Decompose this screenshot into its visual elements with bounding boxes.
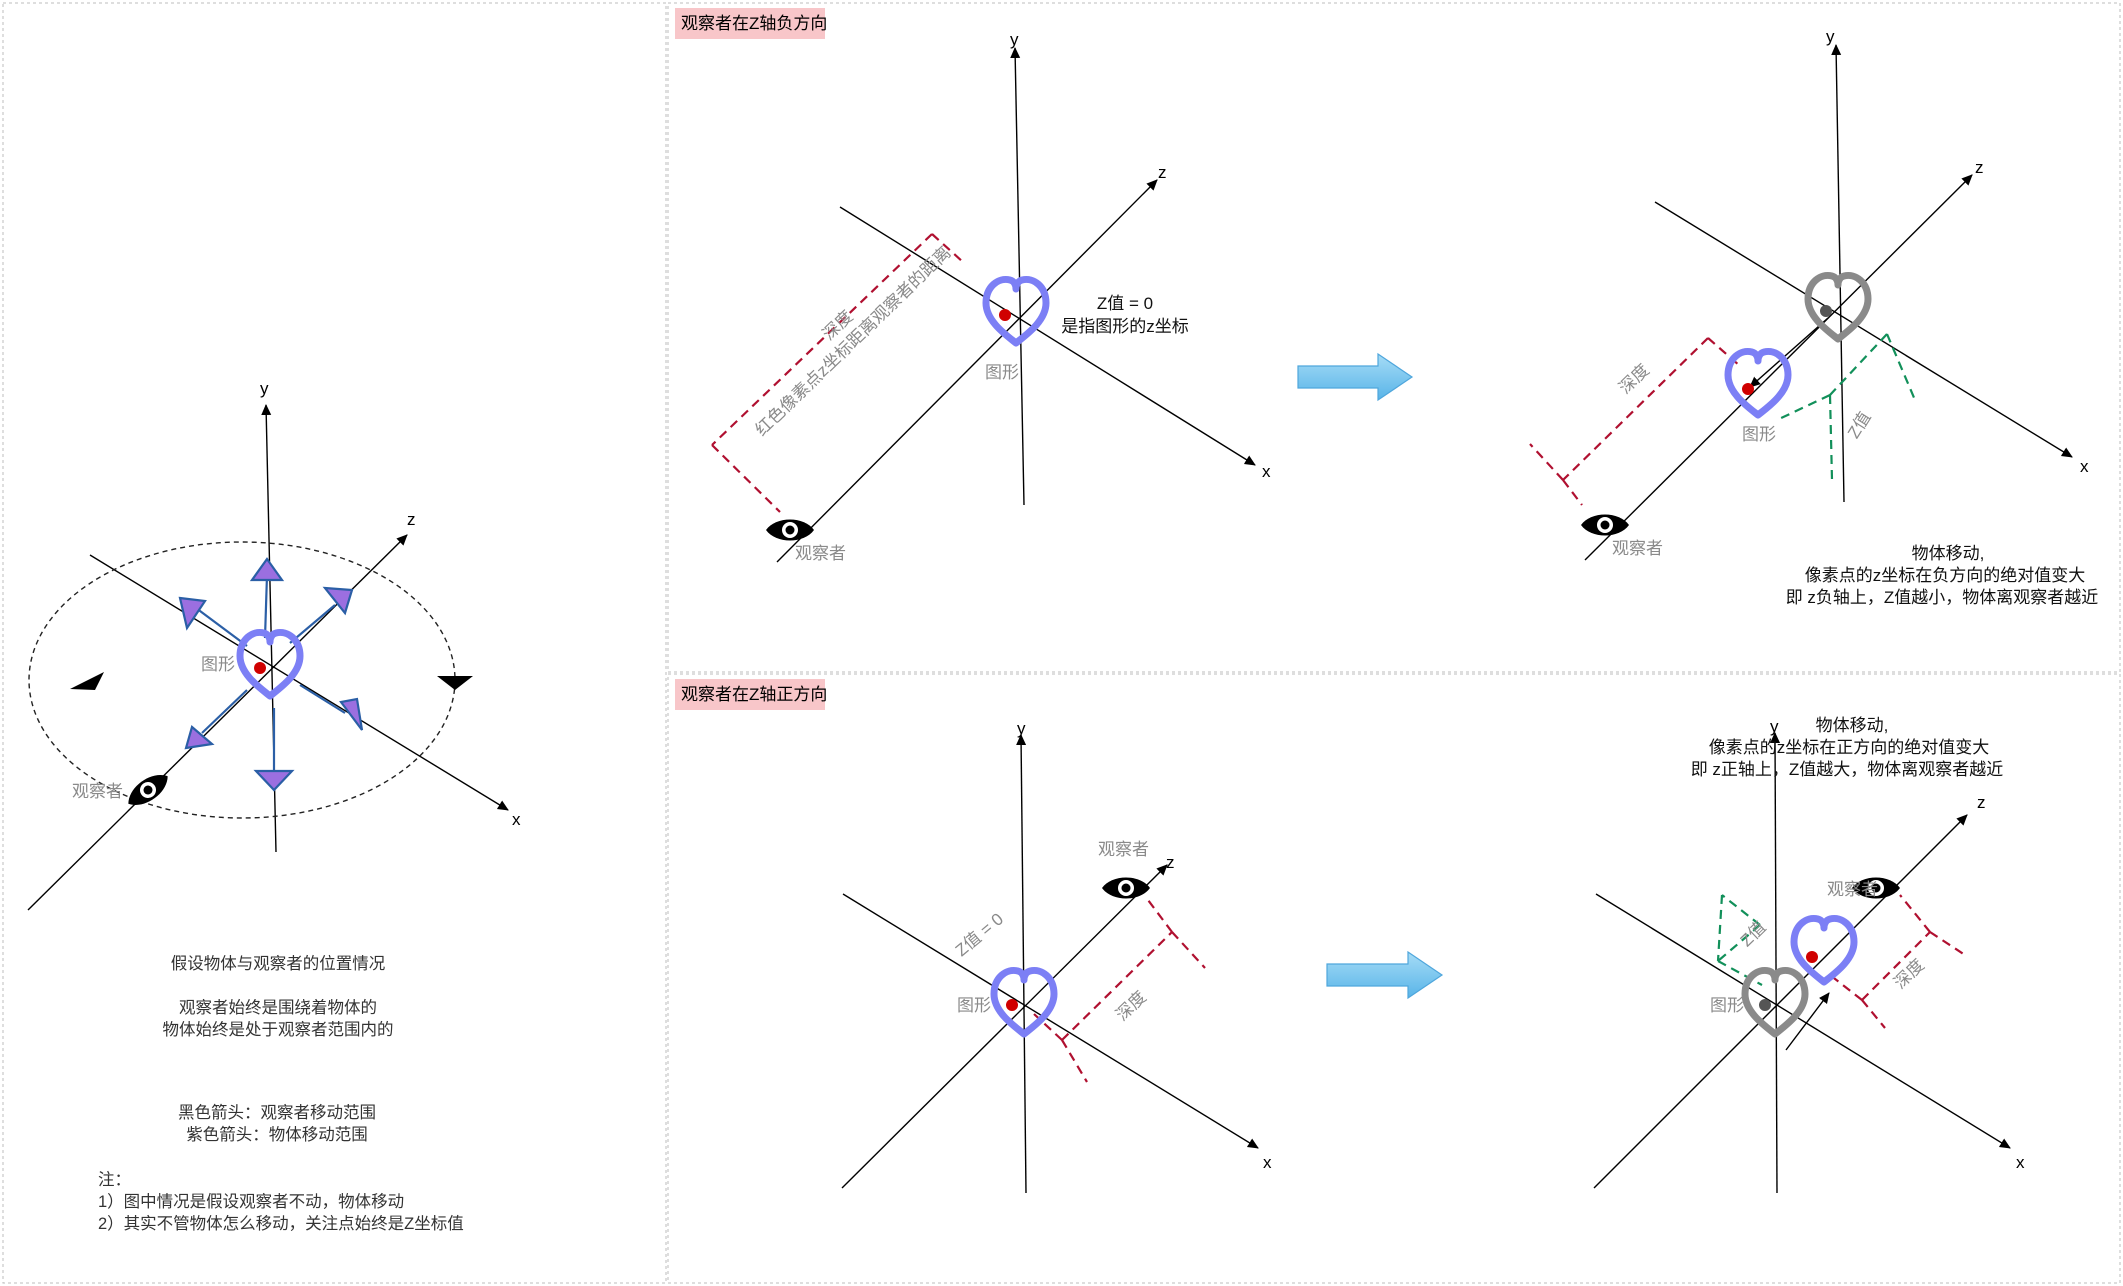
x-axis-label: x (512, 810, 521, 829)
y-axis-label: y (1826, 27, 1835, 46)
top-badge-text: 观察者在Z轴负方向 (681, 14, 827, 33)
depth-label: 深度 (1112, 987, 1150, 1024)
z-axis-label: z (1166, 853, 1175, 872)
object-move-arrows (178, 557, 364, 792)
note-2: 2）其实不管物体怎么移动，关注点始终是Z坐标值 (98, 1214, 464, 1233)
x-axis (89, 554, 509, 811)
z-value-label: Z值 = 0 (1097, 294, 1153, 313)
depth-label: 深度 (1615, 360, 1653, 397)
caption-line-1: 物体移动, (1816, 716, 1889, 735)
depth-label: 深度 (1890, 955, 1928, 992)
depth-desc: 红色像素点z坐标距离观察者的距离 (752, 243, 955, 440)
flow-arrow-icon (1297, 352, 1414, 402)
x-axis-label: x (2016, 1153, 2025, 1172)
left-panel-border (2, 2, 667, 1284)
shape-label: 图形 (985, 363, 1019, 382)
observer-label: 观察者 (1098, 840, 1149, 859)
observer-label: 观察者 (1612, 539, 1663, 558)
caption-line-3: 即 z正轴上，Z值越大，物体离观察者越近 (1691, 760, 2004, 779)
shape-label: 图形 (957, 996, 991, 1015)
bottom-right-diagram: y x z 物体移动, 像素点的z坐标在正方向的绝对值变大 即 z正轴上，Z值越… (1593, 716, 2025, 1194)
shape-label: 图形 (1742, 425, 1776, 444)
top-badge (675, 8, 825, 39)
observer-eye-icon (766, 519, 814, 541)
observer-eye-icon (1581, 514, 1629, 536)
legend-black: 黑色箭头：观察者移动范围 (178, 1103, 376, 1122)
z-axis-label: z (1977, 793, 1986, 812)
shape-label: 图形 (1710, 996, 1744, 1015)
y-axis-label: y (260, 379, 269, 398)
z-label: Z值 (1737, 918, 1770, 951)
original-heart-shape (1745, 970, 1805, 1034)
y-axis-label: y (1017, 719, 1026, 738)
red-pixel (1742, 383, 1754, 395)
gray-pixel (1820, 305, 1832, 317)
observer-eye-icon (1102, 877, 1150, 899)
gray-pixel (1759, 999, 1771, 1011)
red-pixel (999, 309, 1011, 321)
z-zero-label: Z值 = 0 (952, 909, 1007, 960)
bottom-badge-text: 观察者在Z轴正方向 (681, 685, 827, 704)
legend-purple: 紫色箭头：物体移动范围 (186, 1125, 368, 1144)
red-pixel (254, 662, 266, 674)
y-axis-label: y (1010, 30, 1019, 49)
z-label: Z值 (1844, 408, 1875, 441)
note-title: 注： (98, 1170, 131, 1189)
heart-shape (986, 279, 1046, 343)
observer-label: 观察者 (795, 544, 846, 563)
z-axis-label: z (407, 510, 416, 529)
top-panel-border (667, 2, 2121, 673)
move-arrow (1749, 317, 1829, 388)
observer-move-arrow-left (70, 672, 104, 690)
caption-line-2: 像素点的z坐标在正方向的绝对值变大 (1709, 738, 1990, 757)
top-section: 观察者在Z轴负方向 y x z 深度 红色像素点z坐标距离观察者的距离 图形 Z… (675, 8, 2098, 607)
top-left-diagram: y x z 深度 红色像素点z坐标距离观察者的距离 图形 Z值 = 0 是指图形… (711, 30, 1271, 563)
z-value-desc: 是指图形的z坐标 (1061, 317, 1189, 336)
top-right-diagram: y x z 深度 Z值 图形 观察者 物体移动, 像素点的z坐标在 (1529, 27, 2099, 607)
caption-line-1: 观察者始终是围绕着物体的 (179, 998, 377, 1017)
x-axis-label: x (2080, 457, 2089, 476)
observer-move-arrow-right (437, 676, 473, 690)
caption-line-1: 物体移动, (1912, 544, 1985, 563)
bottom-left-diagram: y x z Z值 = 0 深度 图形 观察者 (841, 719, 1272, 1194)
caption-title: 假设物体与观察者的位置情况 (171, 954, 386, 973)
shape-label: 图形 (201, 655, 235, 674)
caption-line-2: 像素点的z坐标在负方向的绝对值变大 (1805, 566, 2086, 585)
observer-label: 观察者 (72, 782, 123, 801)
note-1: 1）图中情况是假设观察者不动，物体移动 (98, 1192, 404, 1211)
observer-label: 观察者 (1827, 880, 1878, 899)
move-arrow (1785, 992, 1830, 1051)
bottom-badge (675, 679, 825, 710)
z-axis-label: z (1975, 158, 1984, 177)
bottom-section: 观察者在Z轴正方向 y x z Z值 = 0 深度 图形 观察者 (675, 679, 2025, 1194)
red-pixel (1006, 999, 1018, 1011)
caption-line-2: 物体始终是处于观察者范围内的 (163, 1020, 394, 1039)
bottom-panel-border (667, 673, 2121, 1284)
caption-line-3: 即 z负轴上，Z值越小，物体离观察者越近 (1786, 588, 2099, 607)
flow-arrow-icon (1326, 950, 1444, 1000)
x-axis-label: x (1262, 462, 1271, 481)
x-axis-label: x (1263, 1153, 1272, 1172)
red-pixel (1806, 951, 1818, 963)
z-axis-label: z (1158, 163, 1167, 182)
y-axis-label: y (1770, 717, 1779, 736)
left-panel: y x z 图形 观察者 假设物体与观察者的位置情况 (27, 379, 521, 1233)
heart-shape (1794, 918, 1854, 982)
